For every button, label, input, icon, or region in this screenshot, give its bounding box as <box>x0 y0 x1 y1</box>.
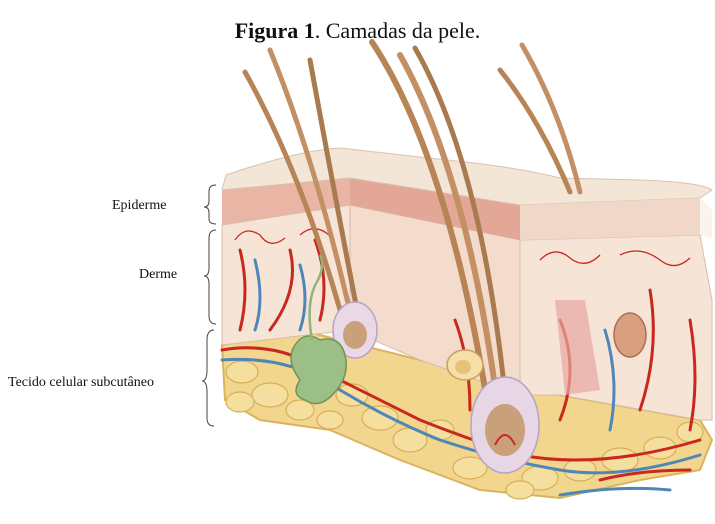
arrector-pili-gland <box>614 313 646 357</box>
epidermis-brace <box>204 185 216 224</box>
subcutaneous-brace <box>202 330 214 426</box>
hair-follicle-large <box>471 377 539 473</box>
dermis-brace <box>204 230 216 324</box>
sebaceous-gland <box>447 350 483 380</box>
